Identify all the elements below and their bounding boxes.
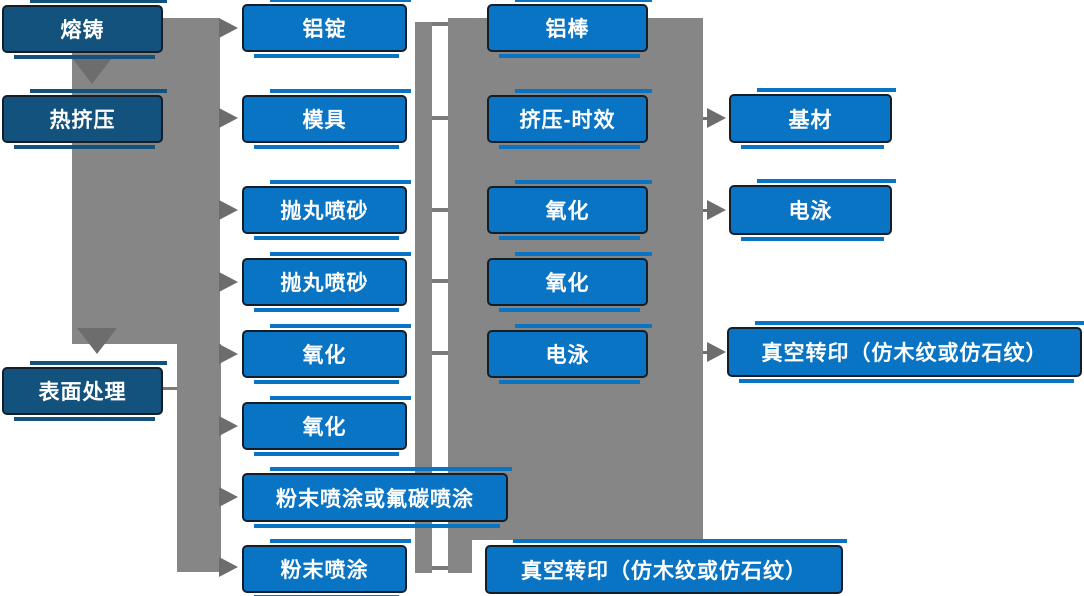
node-melting: 熔铸: [2, 0, 167, 59]
node-oxidation-c3-1: 氧化: [487, 180, 652, 240]
node-hot-extrusion: 热挤压: [2, 89, 167, 149]
trunk-band-surface: [177, 344, 221, 572]
right-arrow: [707, 342, 726, 362]
connector-tick: [432, 22, 448, 26]
node-label: 真空转印（仿木纹或仿石纹）: [521, 559, 807, 583]
node-label: 电泳: [545, 344, 590, 367]
node-oxidation-c2-2: 氧化: [242, 396, 411, 456]
collector-bar-middle: [415, 22, 432, 573]
node-label: 粉末喷涂或氟碳喷涂: [276, 487, 474, 511]
node-label: 抛丸喷砂: [280, 200, 369, 223]
node-powder-or-fluorocarbon-coating: 粉末喷涂或氟碳喷涂: [242, 467, 512, 528]
node-label: 真空转印（仿木纹或仿石纹）: [761, 342, 1048, 365]
right-arrow: [219, 272, 238, 292]
node-label: 氧化: [545, 272, 590, 295]
node-label: 热挤压: [49, 109, 116, 132]
connector-tick: [432, 116, 448, 120]
right-arrow: [219, 18, 238, 38]
node-oxidation-c2-1: 氧化: [242, 324, 411, 384]
node-vacuum-transfer-bottom: 真空转印（仿木纹或仿石纹）: [485, 539, 847, 594]
right-arrow: [219, 108, 238, 128]
node-aluminum-rod: 铝棒: [487, 0, 652, 58]
connector-tick: [432, 279, 448, 283]
connector-tick: [432, 208, 448, 212]
surface-treatment-connector: [163, 387, 177, 390]
node-surface-treatment: 表面处理: [2, 361, 167, 421]
down-arrow: [72, 58, 112, 84]
node-shot-blasting-2: 抛丸喷砂: [242, 252, 411, 312]
node-label: 氧化: [545, 200, 590, 223]
node-label: 电泳: [788, 200, 833, 223]
node-mold: 模具: [242, 89, 411, 149]
connector-tick: [432, 566, 448, 570]
node-label: 模具: [302, 109, 347, 132]
node-label: 表面处理: [38, 381, 127, 404]
node-label: 铝锭: [302, 18, 347, 41]
right-arrow: [219, 416, 238, 436]
node-base-material: 基材: [729, 88, 896, 149]
down-arrow: [77, 328, 117, 354]
node-vacuum-transfer-right: 真空转印（仿木纹或仿石纹）: [727, 321, 1084, 383]
node-label: 抛丸喷砂: [280, 272, 369, 295]
node-aluminum-ingot: 铝锭: [242, 0, 411, 58]
node-shot-blasting-1: 抛丸喷砂: [242, 180, 411, 240]
node-label: 基材: [788, 108, 833, 132]
node-extrusion-aging: 挤压-时效: [487, 89, 652, 149]
node-label: 氧化: [302, 416, 347, 439]
right-arrow: [707, 200, 726, 220]
node-label: 熔铸: [60, 19, 105, 42]
node-electrophoresis-right: 电泳: [729, 179, 896, 241]
connector-tick: [432, 351, 448, 355]
right-arrow: [219, 557, 238, 577]
right-arrow: [707, 108, 726, 128]
node-label: 挤压-时效: [519, 109, 616, 132]
right-arrow: [219, 487, 238, 507]
right-arrow: [219, 344, 238, 364]
trunk-band-right-leg: [448, 540, 472, 573]
node-label: 粉末喷涂: [280, 559, 369, 582]
node-oxidation-c3-2: 氧化: [487, 252, 652, 312]
node-powder-coating: 粉末喷涂: [242, 539, 411, 596]
node-label: 铝棒: [545, 18, 590, 41]
right-arrow: [219, 200, 238, 220]
node-label: 氧化: [302, 344, 347, 367]
node-electrophoresis-mid: 电泳: [487, 324, 652, 384]
